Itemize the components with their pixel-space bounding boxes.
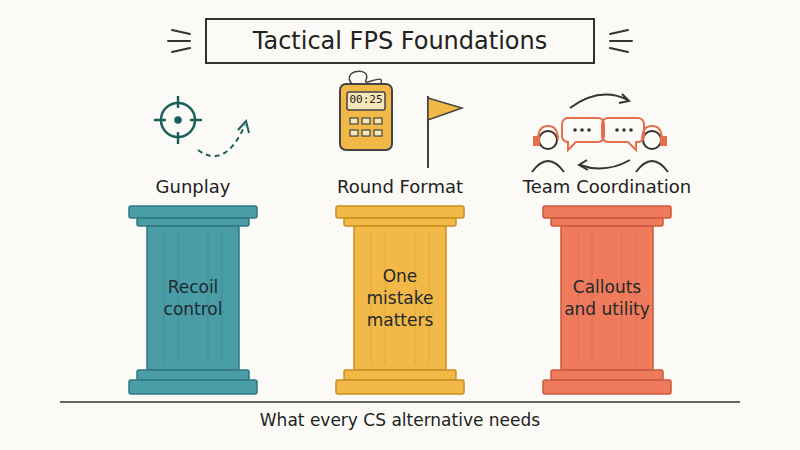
- pillar: Team CoordinationCallouts and utility: [542, 176, 672, 396]
- pillar-label: One mistake matters: [355, 265, 445, 331]
- pillar-heading: Gunplay: [88, 176, 298, 197]
- pillar-label: Callouts and utility: [562, 276, 652, 320]
- pillar-shape: [335, 176, 465, 396]
- pillar-heading: Round Format: [295, 176, 505, 197]
- title: Tactical FPS Foundations: [205, 18, 595, 64]
- pillar-heading: Team Coordination: [502, 176, 712, 197]
- crosshair-icon: [154, 96, 202, 144]
- caption: What every CS alternative needs: [0, 410, 800, 430]
- timer-icon: [340, 71, 392, 150]
- baseline: [60, 401, 740, 403]
- pillar: Round FormatOne mistake matters: [335, 176, 465, 396]
- pillar: GunplayRecoil control: [128, 176, 258, 396]
- pillar-label: Recoil control: [148, 276, 238, 320]
- arrow-head: [238, 121, 249, 133]
- timer-readout: 00:25: [347, 93, 385, 106]
- flag-icon: [428, 96, 462, 168]
- team-icon: [532, 94, 668, 172]
